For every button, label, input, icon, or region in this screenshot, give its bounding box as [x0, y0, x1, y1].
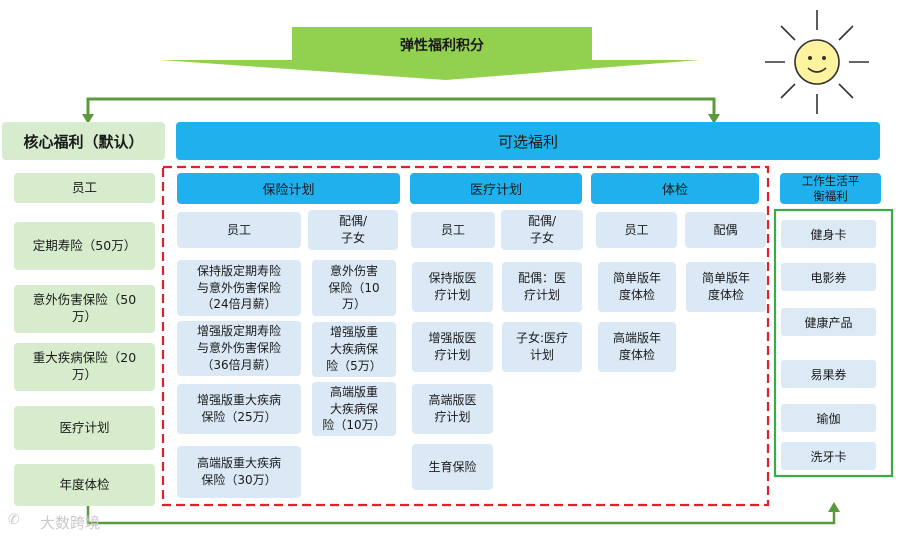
core-item: 医疗计划 [14, 406, 155, 450]
insurance-family-item: 增强版重 大疾病保 险（5万） [312, 322, 396, 377]
medical-employee-item: 保持版医 疗计划 [412, 262, 493, 312]
watermark: 大数跨境 [40, 514, 101, 532]
medical-family-col: 配偶/ 子女 [501, 210, 583, 250]
core-item: 重大疾病保险（20 万） [14, 343, 155, 391]
watermark-icon: ✆ [8, 512, 20, 528]
sun-icon [765, 10, 869, 114]
checkup-employee-col: 员工 [596, 212, 677, 248]
insurance-employee-item: 增强版定期寿险 与意外伤害保险 （36倍月薪） [177, 321, 301, 376]
medical-plan-title: 医疗计划 [410, 173, 582, 204]
worklife-item: 健康产品 [781, 308, 876, 336]
medical-family-item: 子女:医疗 计划 [502, 322, 582, 372]
core-benefits-header: 核心福利（默认） [2, 122, 165, 160]
worklife-header: 工作生活平 衡福利 [780, 173, 881, 204]
core-item: 年度体检 [14, 464, 155, 506]
insurance-employee-item: 增强版重大疾病 保险（25万） [177, 384, 301, 434]
insurance-family-item: 意外伤害 保险（10 万） [312, 260, 396, 316]
checkup-employee-item: 简单版年 度体检 [598, 262, 676, 312]
core-item: 员工 [14, 173, 155, 203]
worklife-item: 洗牙卡 [781, 442, 876, 470]
worklife-item: 健身卡 [781, 220, 876, 248]
insurance-family-item: 高端版重 大疾病保 险（10万） [312, 382, 396, 436]
medical-employee-item: 生育保险 [412, 444, 493, 490]
medical-employee-item: 高端版医 疗计划 [412, 384, 493, 434]
worklife-item: 瑜伽 [781, 404, 876, 432]
checkup-title: 体检 [591, 173, 759, 204]
insurance-employee-col: 员工 [177, 212, 301, 248]
optional-benefits-header: 可选福利 [176, 122, 880, 160]
worklife-item: 易果券 [781, 360, 876, 388]
core-item: 定期寿险（50万） [14, 222, 155, 270]
medical-employee-col: 员工 [411, 212, 495, 248]
medical-family-item: 配偶：医 疗计划 [502, 262, 582, 312]
medical-employee-item: 增强版医 疗计划 [412, 322, 493, 372]
checkup-family-col: 配偶 [685, 212, 766, 248]
flex-points-banner: 弹性福利积分 [400, 38, 484, 54]
checkup-employee-item: 高端版年 度体检 [598, 322, 676, 372]
insurance-employee-item: 高端版重大疾病 保险（30万） [177, 446, 301, 498]
insurance-family-col: 配偶/ 子女 [308, 210, 398, 250]
insurance-plan-title: 保险计划 [177, 173, 400, 204]
worklife-item: 电影券 [781, 263, 876, 291]
insurance-employee-item: 保持版定期寿险 与意外伤害保险 （24倍月薪） [177, 260, 301, 316]
checkup-family-item: 简单版年 度体检 [686, 262, 766, 312]
core-item: 意外伤害保险（50 万） [14, 285, 155, 333]
